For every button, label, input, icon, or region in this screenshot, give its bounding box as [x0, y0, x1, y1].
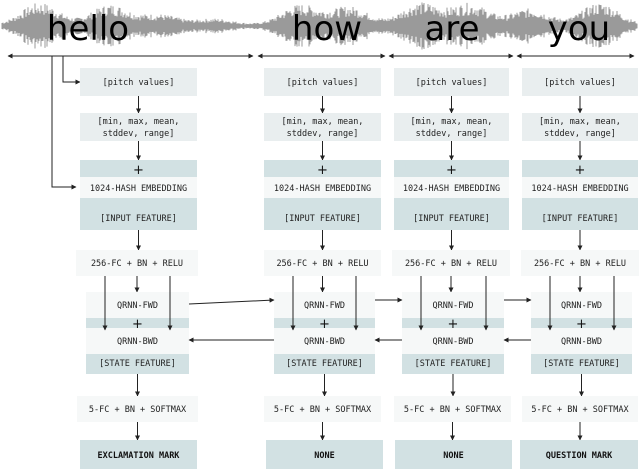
fc256-box [264, 250, 381, 276]
qrnn-fwd-box [531, 292, 632, 318]
stats-line2: stddev, range] [103, 129, 175, 139]
output-box [395, 440, 512, 469]
fc256-box [76, 250, 198, 276]
input-feature-label: [INPUT FEATURE] [542, 214, 619, 224]
output-label: QUESTION MARK [546, 451, 613, 461]
stats-box [80, 113, 197, 141]
qrnn-fwd-box [86, 292, 189, 318]
output-label: NONE [443, 451, 463, 461]
pitch-box [264, 68, 381, 96]
pitch-label: [pitch values] [416, 78, 488, 88]
plus-sign: + [133, 163, 144, 178]
stats-line2: stddev, range] [416, 129, 488, 139]
stats-box [522, 113, 638, 141]
qrnn-bwd-label: QRNN-BWD [304, 337, 345, 347]
state-feature-label: [STATE FEATURE] [415, 359, 492, 369]
skip-arrow-pitch [62, 56, 81, 85]
stats-box [264, 113, 381, 141]
qrnn-bwd-box [402, 328, 504, 354]
qrnn-bwd-box [531, 328, 632, 354]
fc5-box [522, 396, 638, 422]
embedding-inner [264, 177, 381, 198]
qrnn-bwd-box [274, 328, 375, 354]
stats-line1: [min, max, mean, [411, 117, 493, 127]
fc5-box [77, 396, 198, 422]
hash-label: 1024-HASH EMBEDDING [90, 184, 187, 194]
embedding-inner [394, 177, 509, 198]
column-how: [pitch values] [min, max, mean, stddev, … [264, 68, 383, 469]
state-feature-label: [STATE FEATURE] [286, 359, 363, 369]
qrnn-fwd-label: QRNN-FWD [304, 301, 345, 311]
plus-sign: + [576, 317, 587, 332]
fc5-label: 5-FC + BN + SOFTMAX [531, 405, 629, 415]
recurrent-arrows [188, 297, 532, 343]
output-box [266, 440, 383, 469]
input-feature-label: [INPUT FEATURE] [413, 214, 490, 224]
hash-label: 1024-HASH EMBEDDING [274, 184, 371, 194]
stats-line1: [min, max, mean, [98, 117, 180, 127]
fc256-box [392, 250, 510, 276]
output-label: EXCLAMATION MARK [98, 451, 181, 461]
word-hello: hello [47, 9, 129, 49]
forward-arrow [188, 297, 275, 305]
state-feature-label: [STATE FEATURE] [99, 359, 176, 369]
fc256-label: 256-FC + BN + RELU [276, 259, 368, 269]
fc5-label: 5-FC + BN + SOFTMAX [274, 405, 372, 415]
qrnn-fwd-box [274, 292, 375, 318]
stats-line1: [min, max, mean, [282, 117, 364, 127]
audio-waveform [1, 2, 638, 50]
stats-line1: [min, max, mean, [539, 117, 621, 127]
embedding-inner [522, 177, 638, 198]
plus-sign: + [317, 163, 328, 178]
qrnn-fwd-label: QRNN-FWD [561, 301, 602, 311]
qrnn-fwd-box [402, 292, 504, 318]
stats-box [394, 113, 509, 141]
input-feature-label: [INPUT FEATURE] [100, 214, 177, 224]
word-are: are [425, 9, 480, 49]
pitch-box [522, 68, 638, 96]
qrnn-bwd-label: QRNN-BWD [117, 337, 158, 347]
embedding-inner [80, 177, 197, 198]
input-feature-label: [INPUT FEATURE] [284, 214, 361, 224]
column-hello: [pitch values] [min, max, mean, stddev, … [76, 68, 198, 469]
stats-line2: stddev, range] [544, 129, 616, 139]
word-how: how [292, 9, 362, 49]
fc5-box [394, 396, 511, 422]
fc5-box [264, 396, 381, 422]
qrnn-bwd-box [86, 328, 189, 354]
qrnn-fwd-label: QRNN-FWD [433, 301, 474, 311]
output-box [80, 440, 197, 469]
fc256-box [521, 250, 639, 276]
plus-sign: + [575, 163, 586, 178]
fc256-label: 256-FC + BN + RELU [534, 259, 626, 269]
pitch-box [394, 68, 509, 96]
hash-label: 1024-HASH EMBEDDING [403, 184, 500, 194]
hash-label: 1024-HASH EMBEDDING [531, 184, 628, 194]
fc256-label: 256-FC + BN + RELU [405, 259, 497, 269]
fc5-label: 5-FC + BN + SOFTMAX [89, 405, 187, 415]
pitch-box [80, 68, 197, 96]
qrnn-fwd-label: QRNN-FWD [117, 301, 158, 311]
fc256-label: 256-FC + BN + RELU [91, 259, 183, 269]
output-label: NONE [314, 451, 334, 461]
column-you: [pitch values] [min, max, mean, stddev, … [520, 68, 639, 469]
state-feature-label: [STATE FEATURE] [543, 359, 620, 369]
skip-arrow-embedding [51, 56, 77, 190]
fc5-label: 5-FC + BN + SOFTMAX [404, 405, 502, 415]
plus-sign: + [446, 163, 457, 178]
pitch-label: [pitch values] [103, 78, 175, 88]
plus-sign: + [319, 317, 330, 332]
output-box [520, 440, 638, 469]
pitch-label: [pitch values] [544, 78, 616, 88]
qrnn-bwd-label: QRNN-BWD [561, 337, 602, 347]
pitch-label: [pitch values] [287, 78, 359, 88]
qrnn-bwd-label: QRNN-BWD [433, 337, 474, 347]
column-are: [pitch values] [min, max, mean, stddev, … [392, 68, 512, 469]
stats-line2: stddev, range] [287, 129, 359, 139]
plus-sign: + [132, 317, 143, 332]
plus-sign: + [448, 317, 459, 332]
word-you: you [548, 9, 610, 49]
